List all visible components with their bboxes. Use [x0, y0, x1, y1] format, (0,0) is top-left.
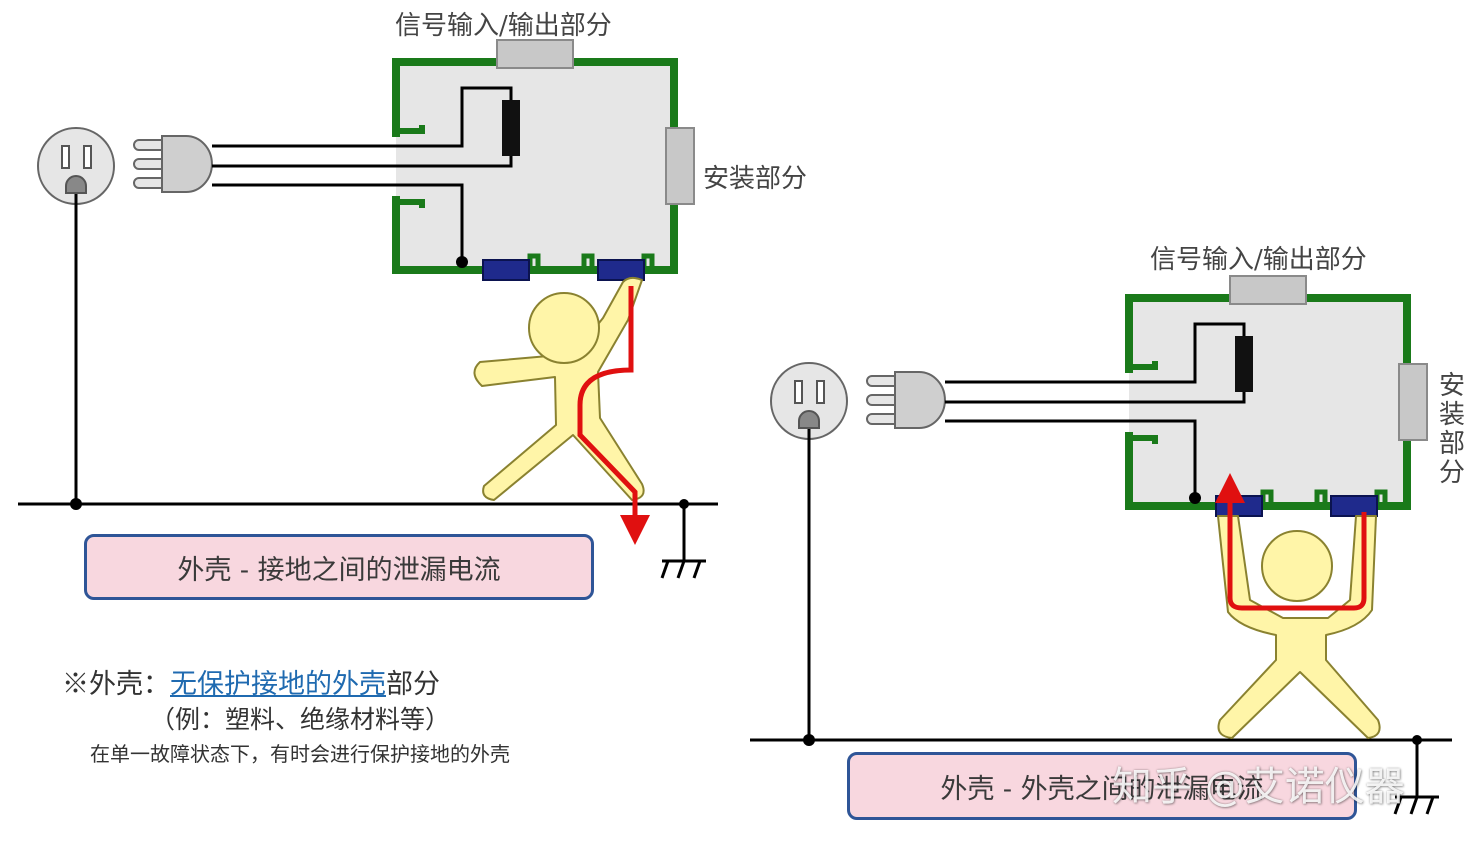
applied-part-right-2 [1330, 495, 1378, 517]
mount-section-label-right: 安 装 部 分 [1438, 371, 1465, 488]
io-section-label-left: 信号输入/输出部分 [395, 11, 612, 41]
io-port-left [496, 39, 574, 69]
wall-outlet-icon-left [37, 127, 115, 205]
caption-text-right: 外壳 - 外壳之间的泄漏电流 [940, 773, 1264, 805]
internal-wiring-right [945, 322, 1246, 498]
applied-part-left-2 [597, 259, 645, 281]
internal-wiring-left [212, 86, 513, 262]
enclosure-note-highlight: 无保护接地的外壳 [170, 669, 386, 700]
transformer-icon-left [502, 100, 520, 156]
mount-part-left [665, 127, 695, 205]
transformer-icon-right [1235, 336, 1253, 392]
watermark: 知乎 @艾诺仪器 [1112, 764, 1405, 810]
enclosure-note-footnote: 在单一故障状态下，有时会进行保护接地的外壳 [90, 742, 510, 766]
caption-box-right: 外壳 - 外壳之间的泄漏电流 [847, 752, 1357, 820]
person-icon-right [1217, 515, 1381, 739]
enclosure-note: ※外壳：无保护接地的外壳部分 [62, 669, 440, 700]
mount-section-label-left: 安装部分 [703, 164, 808, 194]
earth-ground-symbol-left [660, 499, 706, 579]
power-plug-icon-left [133, 135, 213, 193]
applied-part-left-1 [482, 259, 530, 281]
caption-box-left: 外壳 - 接地之间的泄漏电流 [84, 534, 594, 600]
wall-outlet-icon-right [770, 362, 848, 440]
leakage-current-path-right [1215, 473, 1367, 611]
enclosure-note-example: （例：塑料、绝缘材料等） [150, 705, 451, 734]
power-plug-icon-right [866, 371, 946, 429]
io-section-label-right: 信号输入/输出部分 [1150, 245, 1367, 275]
mount-part-right [1398, 363, 1428, 441]
applied-part-right-1 [1215, 495, 1263, 517]
io-port-right [1229, 275, 1307, 305]
caption-text-left: 外壳 - 接地之间的泄漏电流 [177, 554, 501, 586]
leakage-current-path-left [577, 286, 650, 545]
earth-ground-symbol-right [1393, 735, 1439, 815]
person-icon-left [473, 276, 645, 501]
